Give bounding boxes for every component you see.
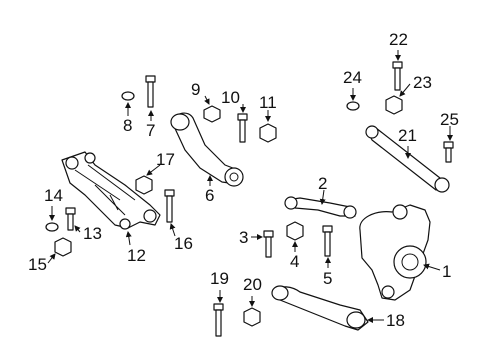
callout-12: 12 [127,246,146,265]
callout-21: 21 [398,126,417,145]
callout-8: 8 [123,116,133,135]
bolt-19 [213,303,224,337]
washer-8 [121,91,135,101]
bolt-13 [65,207,76,231]
lateral-link-part [284,196,357,219]
washer-14 [45,222,59,232]
nut-20 [243,307,261,327]
bolt-5 [322,225,333,257]
callout-3: 3 [239,228,249,247]
callout-1: 1 [442,262,452,281]
leader-lines [47,50,453,323]
nut-4 [286,221,304,241]
callout-14: 14 [44,186,63,205]
callout-15: 15 [28,255,47,274]
bolt-7 [145,75,156,108]
bolt-10 [237,113,248,143]
callout-10: 10 [221,88,240,107]
bolt-22 [392,61,403,91]
callout-18: 18 [386,311,405,330]
callout-23: 23 [413,73,432,92]
nut-9 [203,105,221,123]
upper-control-arm-part [170,112,244,187]
trailing-link-part [365,125,450,193]
nut-15 [54,237,72,257]
callout-25: 25 [440,110,459,129]
callout-4: 4 [290,252,300,271]
callout-13: 13 [83,224,102,243]
bolt-25 [443,141,454,163]
callout-6: 6 [205,186,215,205]
callout-22: 22 [389,30,408,49]
knuckle-part [359,204,431,301]
bolt-16 [164,189,175,223]
callout-7: 7 [146,121,156,140]
callout-17: 17 [156,150,175,169]
callout-20: 20 [243,275,262,294]
callout-5: 5 [323,269,333,288]
nut-17 [135,175,153,195]
callout-9: 9 [191,80,201,99]
bolt-3 [263,230,274,258]
callout-2: 2 [318,174,328,193]
washer-24 [346,101,360,111]
callout-24: 24 [343,68,362,87]
callout-19: 19 [210,269,229,288]
callout-11: 11 [259,93,277,112]
nut-23 [385,95,403,115]
subframe-part [61,151,161,230]
lower-link-part [271,285,369,331]
callout-16: 16 [174,234,193,253]
nut-11 [259,123,277,143]
